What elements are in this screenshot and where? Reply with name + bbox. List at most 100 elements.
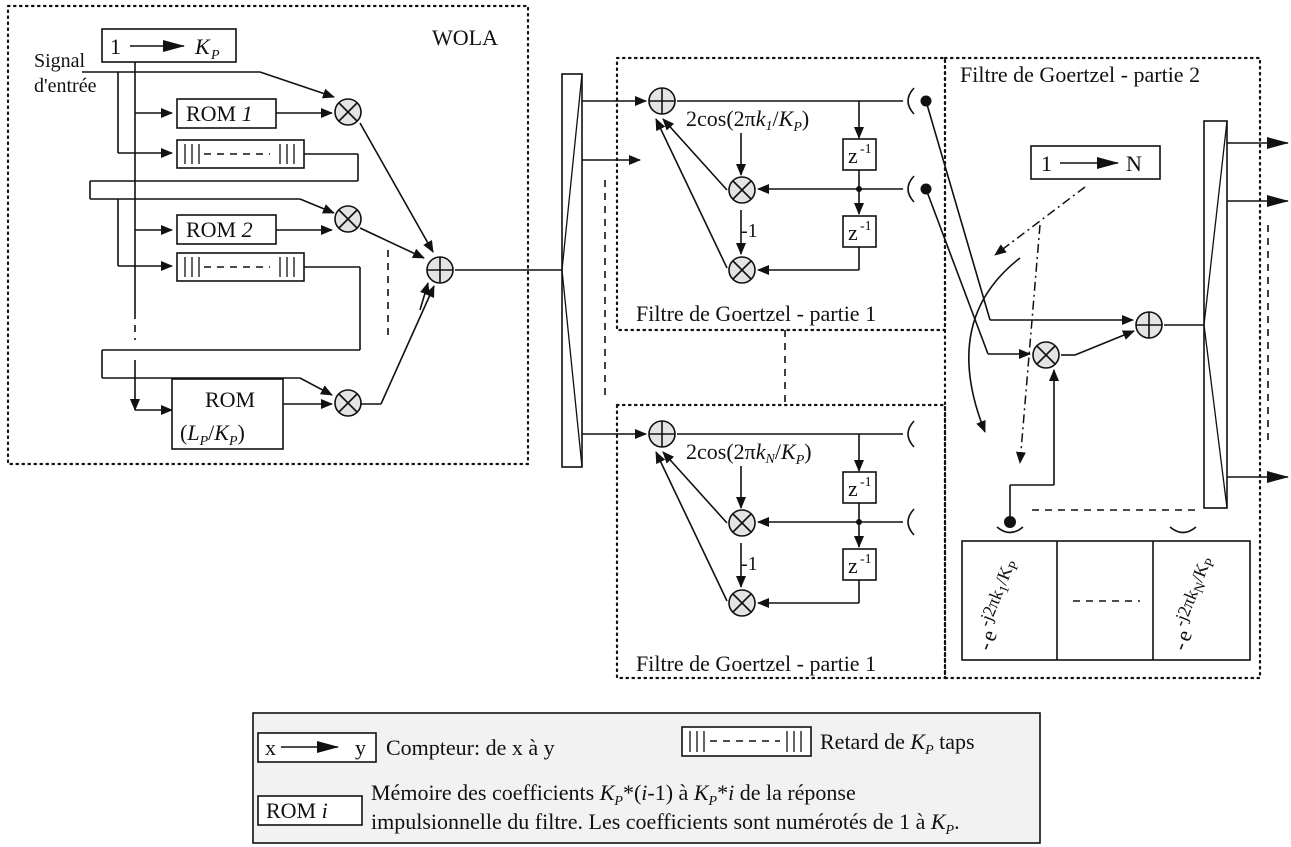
input-signal-label-line1: Signal [34, 50, 86, 72]
coef-top-slash: / [773, 106, 780, 131]
counter-n-to: N [1126, 151, 1142, 176]
rom-1-prefix: ROM [186, 101, 242, 126]
multiplier-2 [334, 205, 362, 233]
multiplier-1 [334, 98, 362, 126]
svg-text:(LP/KP): (LP/KP) [180, 420, 245, 449]
legend-rom-line1-K1-sub: P [613, 794, 623, 809]
legend-rom-line1-i2: i [728, 780, 734, 805]
rom-last-K: K [213, 420, 230, 445]
coef-bottom-K-sub: P [795, 453, 805, 468]
coef-top-k-sub: 1 [766, 119, 773, 134]
goertzel-part1-bottom-title: Filtre de Goertzel - partie 1 [636, 651, 876, 676]
legend-rom-line1-d: * [717, 780, 728, 805]
svg-text:ROM 1: ROM 1 [186, 101, 253, 126]
wola-adder [426, 256, 454, 284]
svg-text:2cos(2πk1/KP): 2cos(2πk1/KP) [686, 106, 809, 135]
z-exp-b: -1 [860, 219, 872, 234]
svg-text:ROM 2: ROM 2 [186, 217, 253, 242]
delay-z1-top-b: z -1 [842, 215, 877, 248]
legend-rom-line1-K2-sub: P [708, 794, 718, 809]
goertzel-part1-bottom: Filtre de Goertzel - partie 1 2cos(2πkN/… [615, 403, 947, 680]
coef-top-K-sub: P [792, 120, 802, 135]
coef-top-suffix: ) [802, 106, 809, 131]
z-base: z [848, 143, 858, 168]
svg-text:Mémoire des coefficients KP*(i: Mémoire des coefficients KP*(i-1) à KP*i… [371, 780, 856, 809]
legend-rom-line2-end: . [954, 809, 960, 834]
coef-top-K: K [778, 106, 795, 131]
coef-bottom-k-sub: N [765, 452, 776, 467]
coef-bottom-prefix: 2cos(2π [686, 439, 756, 464]
coef-bottom-slash: / [775, 439, 782, 464]
delay-z1-bottom-a: z -1 [842, 471, 877, 504]
legend-rom-line1-b: *( [623, 780, 641, 805]
coef-top-k: k [756, 106, 767, 131]
rom-2-index: 2 [242, 217, 253, 242]
goertzel-part1-top: Filtre de Goertzel - partie 1 2cos(2πk1/… [615, 56, 947, 332]
coef-top-prefix: 2cos(2π [686, 106, 756, 131]
rom-2: ROM 2 [176, 214, 277, 245]
svg-text:Retard de KP taps: Retard de KP taps [820, 729, 975, 758]
wola-frame [6, 4, 530, 466]
goertzel-bottom-mult-1 [728, 509, 756, 537]
counter-to: K [194, 34, 211, 59]
goertzel-top-mult-1 [728, 176, 756, 204]
legend-delay-K-sub: P [924, 743, 934, 758]
demux-2 [1203, 120, 1228, 509]
rom-last-L: L [186, 420, 199, 445]
z-base-c: z [848, 476, 858, 501]
rom-last-slash: / [208, 420, 215, 445]
goertzel-top-adder [648, 87, 676, 115]
counter-to-sub: P [210, 48, 220, 63]
legend-rom-line1-a: Mémoire des coefficients [371, 780, 600, 805]
legend-counter-from: x [265, 735, 276, 760]
legend-rom-line2-K-sub: P [945, 823, 955, 838]
legend-rom-line2-a: impulsionnelle du filtre. Les coefficien… [371, 809, 931, 834]
rom-last-close: ) [238, 420, 245, 445]
rom-2-prefix: ROM [186, 217, 242, 242]
goertzel-part2: Filtre de Goertzel - partie 2 1 N [925, 56, 1262, 680]
legend-delay-K: K [909, 729, 926, 754]
goertzel-part2-adder [1135, 311, 1163, 339]
rom-1: ROM 1 [176, 98, 277, 129]
goertzel-bottom-adder [648, 420, 676, 448]
coef-bottom-K: K [780, 439, 797, 464]
z-exp-d: -1 [860, 552, 872, 567]
legend-delay-suffix: taps [934, 729, 975, 754]
rom-last-open: ( [180, 420, 187, 445]
svg-text:ROM i: ROM i [266, 798, 328, 823]
legend-counter-text: Compteur: de x à y [386, 735, 555, 760]
legend-rom-line1-i1: i [641, 780, 647, 805]
svg-text:2cos(2πkN/KP): 2cos(2πkN/KP) [686, 439, 812, 468]
delay-z1-bottom-b: z -1 [842, 548, 877, 581]
legend-rom-line2-K: K [930, 809, 947, 834]
wola-block: WOLA Signal d'entrée 1 K P ROM 1 [6, 4, 562, 466]
gain-label-top: -1 [741, 220, 758, 242]
legend-counter-to: y [355, 735, 366, 760]
legend-rom-symbol: ROM i [257, 795, 363, 826]
multiplier-last [334, 389, 362, 417]
legend-rom-line1-K1: K [599, 780, 616, 805]
goertzel-bottom-mult-2 [728, 589, 756, 617]
legend-rom-line1-c: -1) à [647, 780, 693, 805]
rom-last: ROM (LP/KP) [171, 378, 284, 450]
demux-1 [561, 73, 583, 468]
rom-last-K-sub: P [228, 434, 238, 449]
goertzel-top-mult-2 [728, 256, 756, 284]
goertzel-part2-title: Filtre de Goertzel - partie 2 [960, 62, 1200, 87]
goertzel-part1-top-title: Filtre de Goertzel - partie 1 [636, 301, 876, 326]
legend-rom-line1-e: de la réponse [734, 780, 856, 805]
rom-last-L-sub: P [199, 434, 209, 449]
rom-1-index: 1 [242, 101, 253, 126]
coef-bottom-suffix: ) [804, 439, 811, 464]
counter-1-to-n: 1 N [1030, 145, 1161, 180]
legend: x y Compteur: de x à y Retard de KP taps… [252, 712, 1041, 844]
z-base-d: z [848, 553, 858, 578]
delay-line-1 [176, 139, 305, 169]
counter-n-from: 1 [1041, 151, 1052, 176]
wola-title: WOLA [432, 25, 498, 50]
z-base-b: z [848, 220, 858, 245]
legend-delay-symbol [681, 726, 812, 757]
svg-text:impulsionnelle du filtre. Les: impulsionnelle du filtre. Les coefficien… [371, 809, 960, 838]
legend-rom-prefix: ROM [266, 798, 322, 823]
